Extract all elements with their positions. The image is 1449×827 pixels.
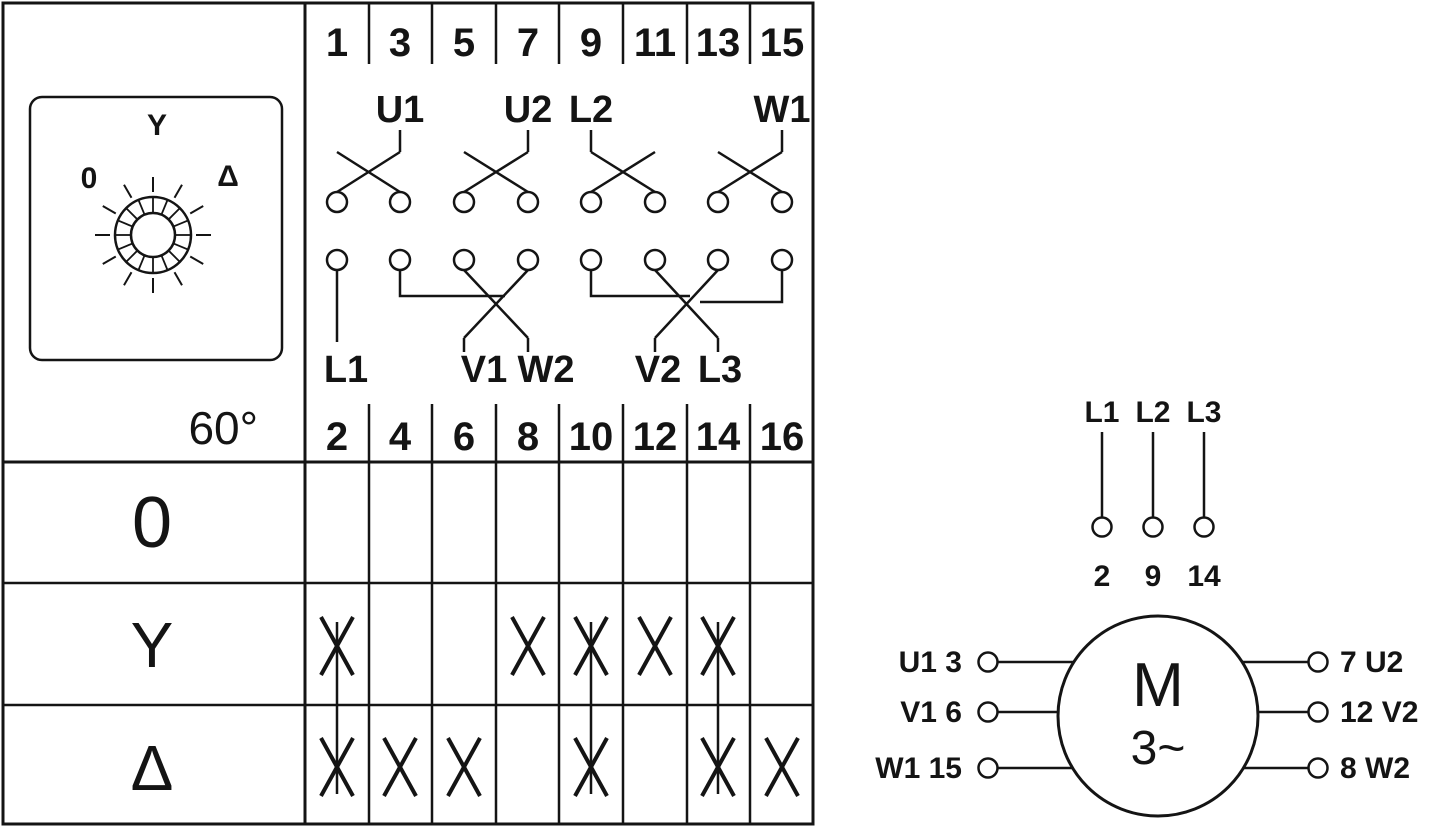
switch-panel: Y 0 Δ 60° 1 3 5 7 9 11 13 15 U1 U2 L2 W1 <box>1 1 815 826</box>
terminal-number: 5 <box>453 21 475 65</box>
terminal-number: 2 <box>326 415 348 459</box>
terminal-number: 6 <box>453 415 475 459</box>
dial-position-top-label: Y <box>147 109 167 142</box>
top-wire-labels: U1 U2 L2 W1 <box>376 89 811 131</box>
dial-position-left-label: 0 <box>81 162 98 195</box>
row-label-y: Y <box>131 609 174 681</box>
contact-terminals <box>325 190 794 272</box>
wire-label-l2: L2 <box>569 89 613 131</box>
terminal-number: 1 <box>326 21 348 65</box>
terminal-number: 3 <box>389 21 411 65</box>
wire-label-v1: V1 <box>461 349 507 391</box>
supply-terminal-number: 9 <box>1145 560 1162 593</box>
motor-terminal-label: W1 15 <box>875 752 962 785</box>
row-label-0: 0 <box>132 483 172 563</box>
terminal-number: 12 <box>633 415 678 459</box>
supply-lines: L1 L2 L3 2 9 14 <box>1084 396 1221 593</box>
supply-terminal-circle <box>1091 516 1113 538</box>
motor-terminal-circle <box>1307 651 1329 673</box>
terminal-number: 16 <box>760 415 805 459</box>
position-row-labels: 0 Y Δ <box>131 483 174 804</box>
terminal-number: 7 <box>517 21 539 65</box>
motor-label: M <box>1132 651 1184 720</box>
terminal-number: 9 <box>580 21 602 65</box>
supply-line-label: L2 <box>1135 396 1170 429</box>
wire-label-u2: U2 <box>504 89 553 131</box>
dial-tick-marks <box>95 177 211 293</box>
contact-wiring <box>335 130 784 352</box>
terminal-number: 15 <box>760 21 805 65</box>
wire-label-u1: U1 <box>376 89 425 131</box>
motor-terminal-label: U1 3 <box>899 646 962 679</box>
motor-terminal-label: V1 6 <box>900 696 962 729</box>
motor-terminal-label: 12 V2 <box>1340 696 1418 729</box>
wire-label-w2: W2 <box>518 349 575 391</box>
supply-terminal-number: 2 <box>1094 560 1111 593</box>
motor-terminal-label: 7 U2 <box>1340 646 1403 679</box>
motor-terminal-circle <box>1307 701 1329 723</box>
contact-state-marks <box>319 616 800 797</box>
supply-terminal-circle <box>1193 516 1215 538</box>
supply-line-label: L3 <box>1186 396 1221 429</box>
supply-line-label: L1 <box>1084 396 1119 429</box>
motor-diagram: L1 L2 L3 2 9 14 M 3~ U1 3 V1 6 W1 15 <box>875 396 1418 818</box>
bottom-terminal-numbers: 2 4 6 8 10 12 14 16 <box>326 415 804 459</box>
terminal-number: 13 <box>696 21 741 65</box>
motor-terminal-circle <box>977 757 999 779</box>
terminal-number: 10 <box>569 415 614 459</box>
terminal-number: 8 <box>517 415 539 459</box>
dial-position-right-label: Δ <box>217 160 239 193</box>
wire-label-l3: L3 <box>698 349 742 391</box>
row-label-delta: Δ <box>131 732 174 804</box>
terminal-number: 4 <box>389 415 412 459</box>
wire-label-l1: L1 <box>324 349 368 391</box>
supply-terminal-number: 14 <box>1187 560 1221 593</box>
grid-lines <box>1 1 815 826</box>
wire-label-w1: W1 <box>754 89 811 131</box>
motor-terminal-circle <box>977 701 999 723</box>
motor-left-terminals: U1 3 V1 6 W1 15 <box>875 646 1074 785</box>
motor-terminal-circle <box>1307 757 1329 779</box>
switching-angle-label: 60° <box>188 402 258 454</box>
terminal-number: 11 <box>634 21 676 65</box>
wire-label-v2: V2 <box>635 349 681 391</box>
dial-knob-inner <box>129 211 177 259</box>
motor-right-terminals: 7 U2 12 V2 8 W2 <box>1242 646 1418 785</box>
bottom-wire-labels: L1 V1 W2 V2 L3 <box>324 349 742 391</box>
motor-circle <box>1056 614 1260 818</box>
motor-phase-label: 3~ <box>1131 722 1186 775</box>
motor-terminal-circle <box>977 651 999 673</box>
rotary-dial: Y 0 Δ <box>28 95 284 362</box>
top-terminal-numbers: 1 3 5 7 9 11 13 15 <box>326 21 804 65</box>
supply-terminal-circle <box>1142 516 1164 538</box>
motor-terminal-label: 8 W2 <box>1340 752 1410 785</box>
terminal-number: 14 <box>696 415 741 459</box>
